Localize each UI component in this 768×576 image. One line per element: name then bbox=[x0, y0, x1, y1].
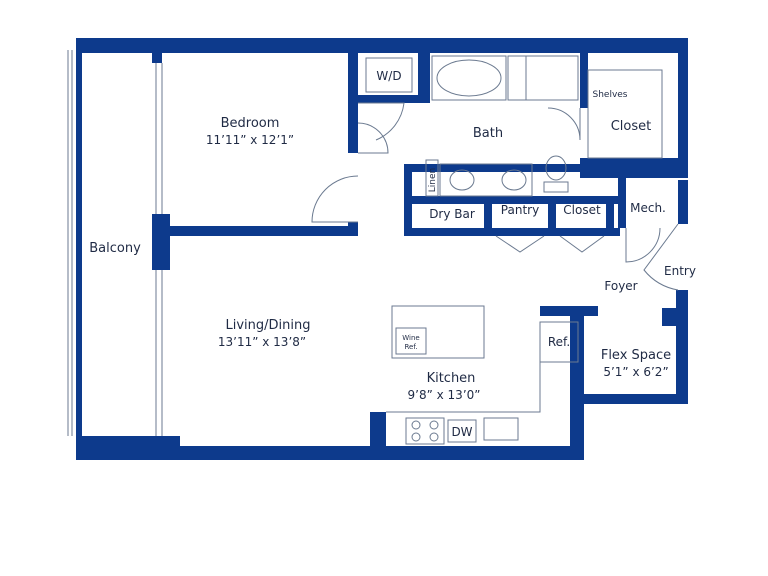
label-shelves: Shelves bbox=[592, 90, 627, 100]
wall-bedroom-right-bottom bbox=[348, 222, 358, 236]
label-wine-ref-1: Wine bbox=[402, 334, 419, 342]
wall-kitchen-right bbox=[570, 306, 584, 460]
label-dw: DW bbox=[451, 425, 472, 439]
door-bedroom bbox=[311, 175, 359, 223]
door-entry bbox=[643, 223, 679, 291]
toilet-bowl bbox=[545, 155, 567, 181]
label-bath: Bath bbox=[473, 126, 503, 141]
wall-bottom bbox=[176, 446, 584, 460]
walls bbox=[76, 38, 688, 460]
door-mech bbox=[625, 227, 661, 263]
label-balcony: Balcony bbox=[89, 241, 141, 256]
burner-4 bbox=[429, 432, 439, 442]
door-closet-hall bbox=[559, 235, 605, 253]
vanity bbox=[439, 163, 533, 197]
label-wd: W/D bbox=[376, 69, 401, 83]
label-bedroom: Bedroom bbox=[221, 116, 280, 131]
bathtub bbox=[431, 55, 507, 101]
wall-flex-bottom bbox=[582, 394, 688, 404]
label-pantry: Pantry bbox=[501, 203, 539, 217]
label-flex-dim: 5’1” x 6’2” bbox=[603, 365, 668, 379]
toilet-tank bbox=[543, 181, 569, 193]
wall-drybar-right bbox=[484, 196, 492, 236]
label-entry: Entry bbox=[664, 264, 696, 278]
wall-pantry-right bbox=[548, 196, 556, 236]
burner-1 bbox=[411, 420, 421, 430]
burner-3 bbox=[411, 432, 421, 442]
label-closet-main: Closet bbox=[611, 119, 652, 134]
label-wine-ref-2: Ref. bbox=[404, 343, 417, 351]
wall-closet-bottom bbox=[580, 158, 678, 178]
door-bath bbox=[357, 122, 389, 154]
wall-mech-left bbox=[618, 178, 626, 228]
wine-ref-box bbox=[395, 327, 427, 355]
wall-kitchen-counter bbox=[370, 412, 386, 446]
wall-closet-left bbox=[580, 53, 588, 108]
sink-left bbox=[449, 169, 475, 191]
wall-storage-top bbox=[404, 196, 620, 204]
kitchen-sink bbox=[483, 417, 519, 441]
label-dry-bar: Dry Bar bbox=[429, 207, 475, 221]
bathtub-basin bbox=[436, 59, 502, 97]
closet-shelves bbox=[587, 69, 663, 159]
wall-top bbox=[76, 38, 688, 53]
dw-box bbox=[447, 419, 477, 443]
door-wd bbox=[358, 102, 405, 141]
wall-balcony-left bbox=[76, 38, 82, 458]
label-bedroom-dim: 11’11” x 12’1” bbox=[206, 133, 294, 147]
label-flex: Flex Space bbox=[601, 348, 671, 363]
label-living: Living/Dining bbox=[226, 318, 311, 333]
wall-right-mid bbox=[678, 180, 688, 224]
labels: Balcony Bedroom 11’11” x 12’1” W/D Bath … bbox=[89, 69, 696, 439]
door-pantry bbox=[495, 235, 545, 253]
stove bbox=[405, 417, 445, 445]
wall-kitchen-top-right bbox=[540, 306, 598, 316]
wall-right-lower bbox=[676, 290, 688, 402]
label-kitchen-dim: 9’8” x 13’0” bbox=[408, 388, 481, 402]
label-foyer: Foyer bbox=[604, 279, 637, 293]
kitchen-counter bbox=[386, 361, 570, 413]
wall-wd-right bbox=[418, 53, 430, 103]
wall-right-upper bbox=[678, 38, 688, 178]
fixtures bbox=[67, 50, 679, 445]
wall-bedroom-bottom bbox=[168, 226, 358, 236]
wall-bath-bottom bbox=[404, 164, 580, 172]
kitchen-island bbox=[391, 305, 485, 359]
label-closet-hall: Closet bbox=[563, 203, 601, 217]
label-linen: Linen bbox=[428, 168, 438, 192]
door-closet bbox=[547, 107, 581, 141]
label-kitchen: Kitchen bbox=[427, 371, 476, 386]
linen-cabinet bbox=[425, 159, 439, 197]
wall-flex-left-stub bbox=[662, 308, 678, 326]
wall-storage-bottom bbox=[404, 228, 620, 236]
sink-right bbox=[501, 169, 527, 191]
burner-2 bbox=[429, 420, 439, 430]
wall-closet-hall-right bbox=[606, 196, 614, 236]
label-living-dim: 13’11” x 13’8” bbox=[218, 335, 306, 349]
wall-bedroom-right-top bbox=[348, 53, 358, 153]
label-ref: Ref. bbox=[548, 335, 570, 349]
wd-box bbox=[365, 57, 413, 93]
wall-glass-top-post bbox=[152, 53, 162, 63]
wall-balcony-bottom bbox=[76, 436, 180, 460]
wall-glass-column bbox=[152, 214, 170, 270]
label-mech: Mech. bbox=[630, 201, 666, 215]
wall-wd-bottom bbox=[358, 95, 430, 103]
shower bbox=[507, 55, 579, 101]
